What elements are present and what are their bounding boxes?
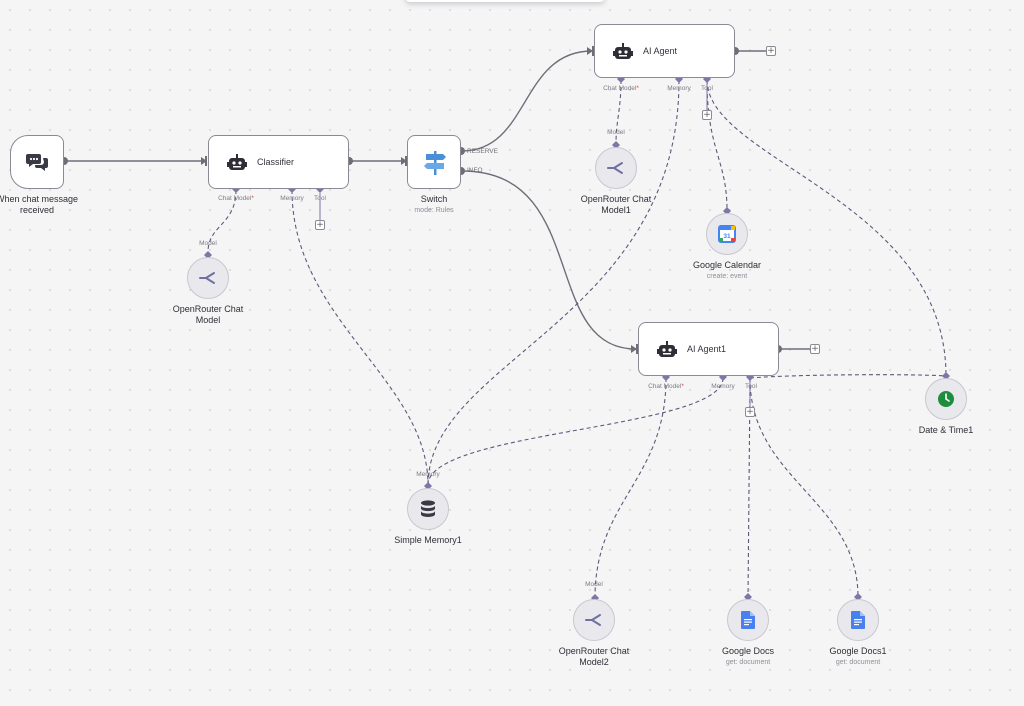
classifier-node[interactable]: Classifier [208, 135, 349, 189]
subwire-classifier-memory [291, 189, 429, 486]
wire-switch-agent1 [461, 170, 637, 350]
openrouter-icon [199, 272, 215, 284]
robot-icon [657, 341, 677, 357]
subwire-agent1-docs1 [749, 377, 859, 598]
ai-agent1-chat-model-port[interactable]: Chat Model* [648, 383, 684, 390]
google-docs-icon [741, 611, 755, 629]
google-docs-operation: get: document [725, 659, 771, 666]
ai-agent-node[interactable]: AI Agent [594, 24, 735, 78]
ai-agent-title: AI Agent [643, 46, 678, 56]
openrouter-icon [585, 614, 601, 626]
ai-agent-memory-port[interactable]: Memory [667, 85, 691, 92]
google-calendar-icon: 31 [718, 225, 736, 243]
simple-memory-port: Memory [416, 471, 440, 478]
subwire-agent-calendar [706, 79, 728, 211]
subwire-classifier-model [207, 189, 237, 253]
ai-agent1-title: AI Agent1 [687, 344, 727, 354]
classifier-add-tool-button[interactable]: + [315, 220, 325, 230]
openrouter-chat-model1-node[interactable] [595, 147, 637, 189]
classifier-memory-port[interactable]: Memory [280, 195, 304, 202]
switch-node[interactable] [407, 135, 461, 189]
ai-agent-add-tool-button[interactable]: + [702, 110, 712, 120]
ai-agent-tool-port[interactable]: Tool [701, 85, 713, 92]
openrouter1-model-port: Model [607, 129, 625, 136]
ai-agent1-node[interactable]: AI Agent1 [638, 322, 779, 376]
wire-switch-agent [461, 50, 593, 152]
subwire-agent-datetime [706, 79, 947, 377]
ai-agent-chat-model-port[interactable]: Chat Model* [603, 85, 639, 92]
openrouter2-model-port: Model [585, 581, 603, 588]
google-docs1-label: Google Docs1 [829, 646, 887, 656]
google-docs1-operation: get: document [835, 659, 881, 666]
svg-text:31: 31 [723, 233, 731, 240]
openrouter-chat-model-label: OpenRouter Chat Model [172, 304, 244, 325]
chat-bubbles-icon [26, 154, 48, 171]
simple-memory-label: Simple Memory1 [394, 535, 462, 545]
google-calendar-operation: create: event [706, 273, 748, 280]
ai-agent1-memory-port[interactable]: Memory [711, 383, 735, 390]
google-docs-label: Google Docs [721, 646, 775, 656]
openrouter-chat-model-node[interactable] [187, 257, 229, 299]
chat-trigger-node[interactable] [10, 135, 64, 189]
subwire-agent1-datetime [749, 374, 947, 379]
openrouter-icon [607, 162, 623, 174]
switch-label: Switch [420, 194, 448, 204]
top-toolbar-edge [405, 0, 605, 2]
robot-icon [227, 154, 247, 170]
google-calendar-node[interactable]: 31 [706, 213, 748, 255]
classifier-chat-model-port[interactable]: Chat Model* [218, 195, 254, 202]
clock-icon [938, 391, 954, 407]
subwire-agent-memory [427, 79, 680, 486]
switch-mode: mode: Rules [414, 207, 454, 214]
robot-icon [613, 43, 633, 59]
ai-agent1-add-button[interactable]: + [810, 344, 820, 354]
date-time-node[interactable] [925, 378, 967, 420]
ai-agent1-tool-port[interactable]: Tool [745, 383, 757, 390]
subwire-agent1-model [594, 377, 667, 599]
openrouter-chat-model1-label: OpenRouter Chat Model1 [580, 194, 652, 215]
database-icon [421, 500, 435, 517]
switch-output-info: INFO [467, 167, 483, 174]
ai-agent1-add-tool-button[interactable]: + [745, 407, 755, 417]
signpost-icon [424, 151, 446, 175]
subwire-agent1-memory [427, 377, 724, 486]
classifier-tool-port[interactable]: Tool [314, 195, 326, 202]
openrouter-model-port: Model [199, 240, 217, 247]
openrouter-chat-model2-label: OpenRouter Chat Model2 [558, 646, 630, 667]
simple-memory-node[interactable] [407, 488, 449, 530]
google-docs-icon [851, 611, 865, 629]
ai-agent-add-button[interactable]: + [766, 46, 776, 56]
classifier-title: Classifier [257, 157, 295, 167]
google-docs1-node[interactable] [837, 599, 879, 641]
chat-trigger-label: When chat message received [0, 194, 79, 215]
google-calendar-label: Google Calendar [692, 260, 762, 270]
openrouter-chat-model2-node[interactable] [573, 599, 615, 641]
switch-output-reserve: RESERVE [467, 148, 498, 155]
date-time-label: Date & Time1 [918, 425, 974, 435]
subwire-agent-model [615, 79, 622, 145]
google-docs-node[interactable] [727, 599, 769, 641]
